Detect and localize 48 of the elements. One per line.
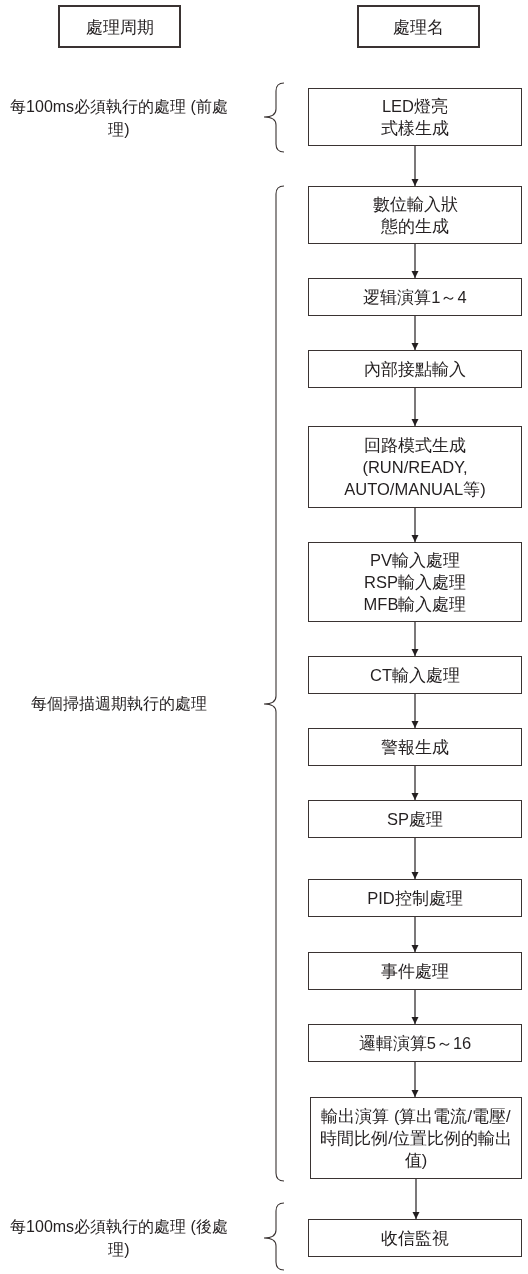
- header-box: [357, 5, 480, 48]
- cycle-label: 每100ms必須執行的處理 (前處理): [9, 97, 229, 140]
- arrow: [411, 989, 419, 1025]
- arrow: [411, 837, 419, 880]
- process-name: 內部接點輸入: [364, 359, 466, 380]
- process-box: [308, 952, 522, 990]
- process-name: SP處理: [387, 809, 443, 830]
- process-box: [308, 800, 522, 838]
- arrow: [411, 145, 419, 187]
- process-box: [308, 426, 522, 508]
- arrow: [412, 1178, 420, 1220]
- process-box: [308, 278, 522, 316]
- process-box: [308, 350, 522, 388]
- process-name: CT輸入處理: [370, 665, 460, 686]
- header-box: [58, 5, 181, 48]
- arrow: [411, 507, 419, 543]
- process-box: [308, 542, 522, 622]
- process-name: PID控制處理: [367, 888, 463, 909]
- arrow: [411, 765, 419, 801]
- process-name: 邏輯演算5～16: [358, 1033, 472, 1054]
- arrow: [411, 693, 419, 729]
- process-name: PV輸入處理 RSP輸入處理 MFB輸入處理: [362, 550, 468, 615]
- process-name: 事件處理: [381, 961, 449, 982]
- cycle-label: 每100ms必須執行的處理 (後處理): [9, 1217, 229, 1260]
- process-name: 回路模式生成 (RUN/READY, AUTO/MANUAL等): [343, 435, 487, 500]
- process-name: 逻辑演算1～4: [363, 287, 467, 308]
- process-name: 輸出演算 (算出電流/電壓/時間比例/位置比例的輸出值): [319, 1106, 513, 1171]
- process-name: 警報生成: [381, 737, 449, 758]
- process-box: [308, 728, 522, 766]
- process-name: LED燈亮式樣生成: [380, 96, 450, 139]
- process-name: 收信監視: [381, 1228, 449, 1249]
- process-box: [308, 1024, 522, 1062]
- column-heading: 處理名: [393, 16, 444, 38]
- column-heading: 處理周期: [85, 16, 154, 38]
- arrow: [411, 243, 419, 279]
- arrow: [411, 621, 419, 657]
- arrow: [411, 916, 419, 953]
- process-box: [308, 1219, 522, 1257]
- process-name: 數位輸入狀態的生成: [371, 194, 459, 237]
- process-box: [308, 186, 522, 244]
- arrow: [411, 387, 419, 427]
- process-box: [308, 656, 522, 694]
- process-box: [308, 88, 522, 146]
- process-box: [310, 1097, 522, 1179]
- arrow: [411, 315, 419, 351]
- arrow: [411, 1061, 419, 1098]
- process-box: [308, 879, 522, 917]
- cycle-label: 每個掃描週期執行的處理: [30, 694, 208, 714]
